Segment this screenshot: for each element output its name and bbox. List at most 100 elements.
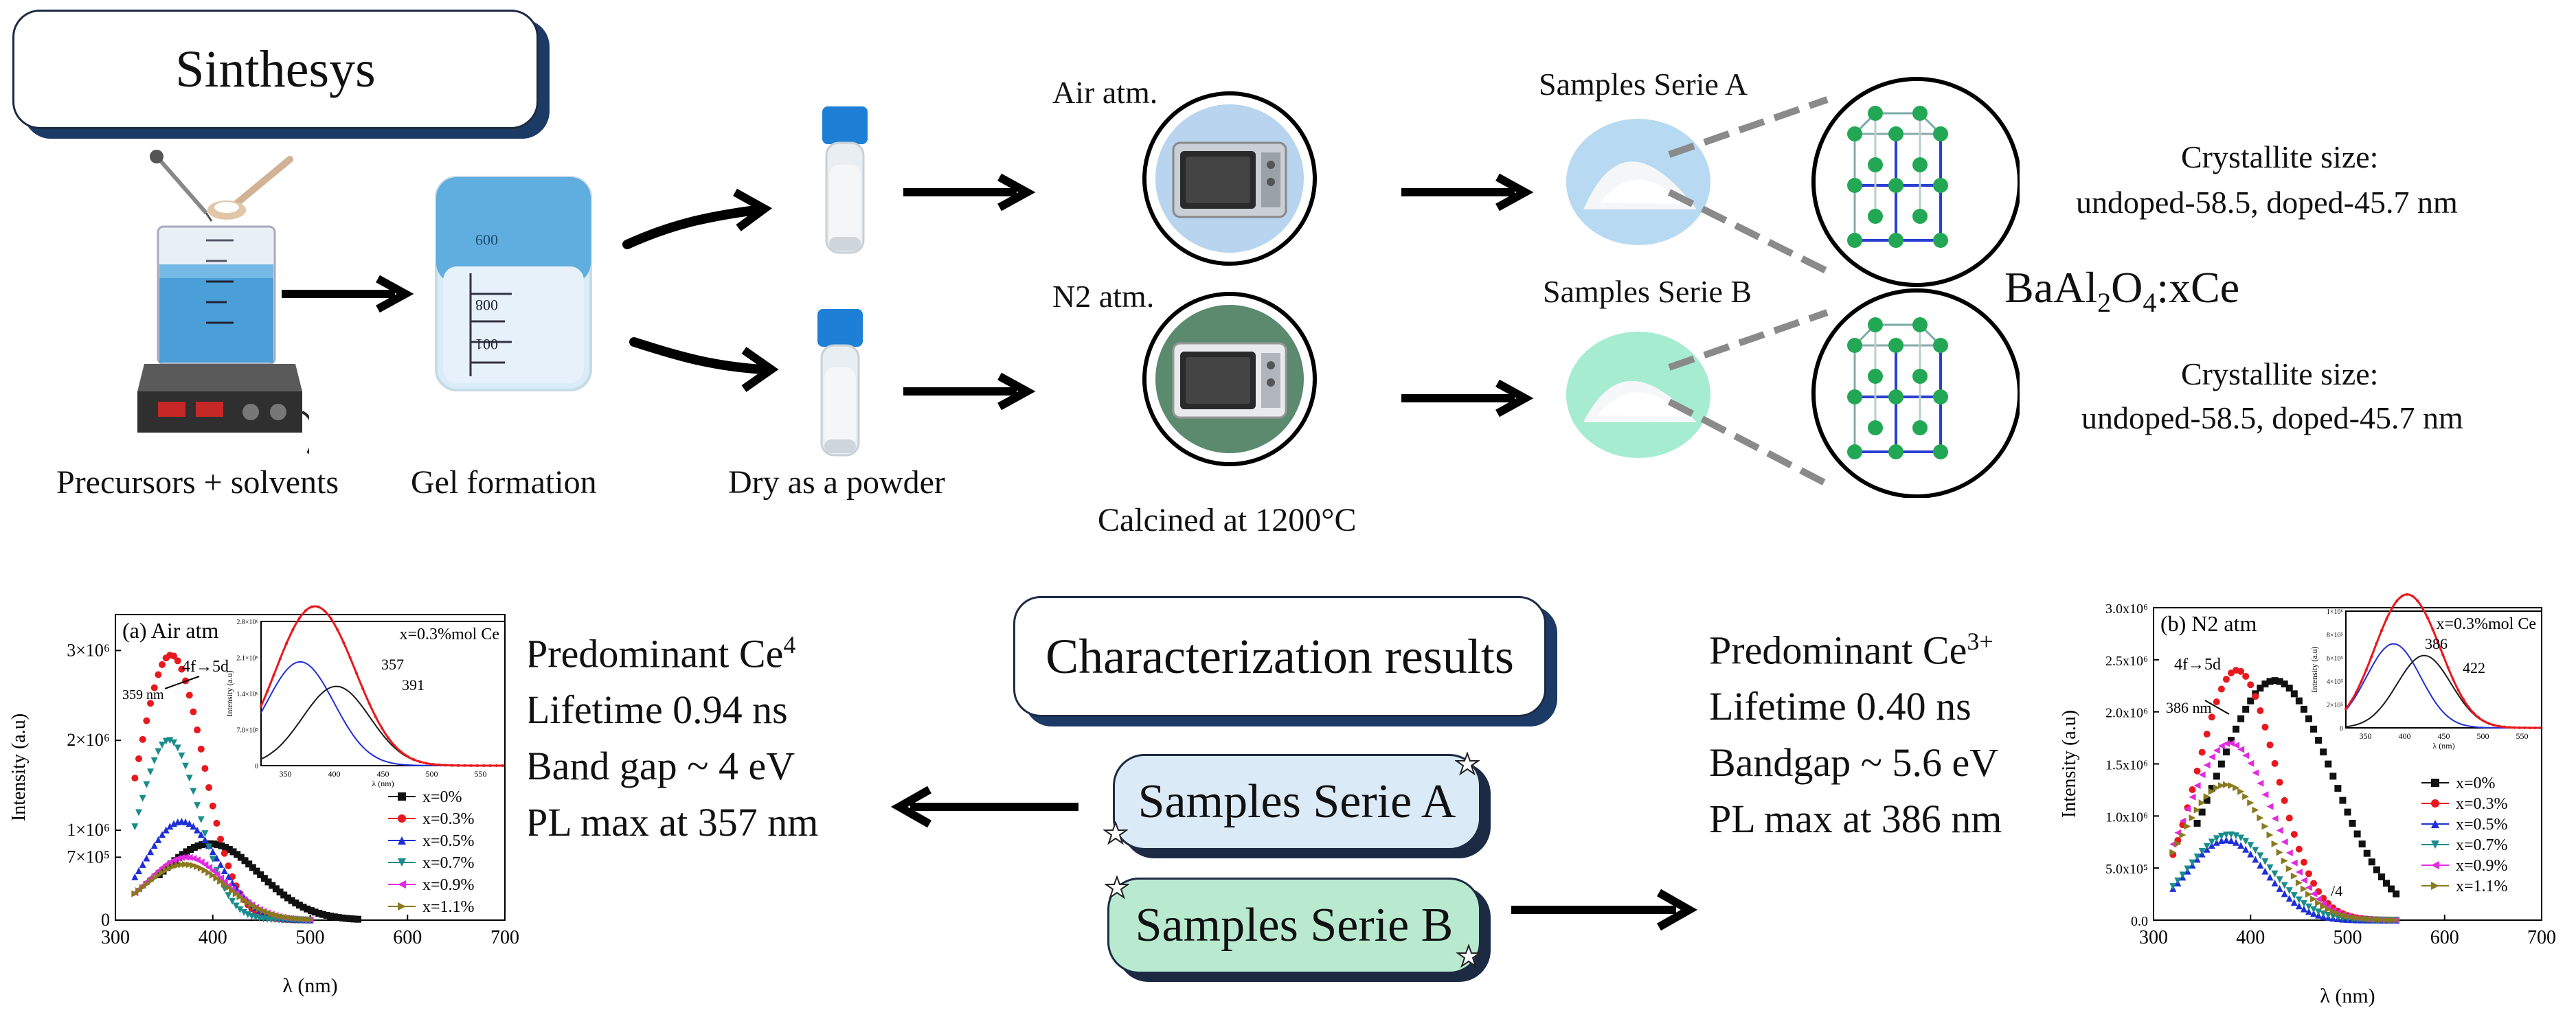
arrow-right-icon <box>1401 379 1534 417</box>
data-point <box>2193 854 2201 861</box>
data-point <box>159 831 166 838</box>
x-tick-label: 300 <box>101 927 130 948</box>
data-point <box>2295 896 2303 904</box>
data-point <box>2208 788 2215 795</box>
arrow-right-icon <box>903 173 1036 211</box>
inset-data-point <box>2477 716 2481 720</box>
vial-icon <box>817 309 863 457</box>
data-point <box>272 885 280 893</box>
data-point <box>2349 819 2356 827</box>
data-point <box>197 831 205 838</box>
data-point <box>2179 871 2187 879</box>
data-point <box>2261 680 2269 688</box>
inset-data-point <box>374 715 377 718</box>
data-point <box>236 906 244 913</box>
star-icon <box>1105 876 1129 900</box>
data-point <box>2257 707 2264 715</box>
data-point <box>217 874 225 882</box>
calcined-label: Calcined at 1200°C <box>1098 502 1357 538</box>
annotation-arrow <box>2204 700 2230 715</box>
data-point <box>2285 865 2293 873</box>
data-point <box>354 915 361 923</box>
data-point <box>225 845 233 853</box>
arrow-right-icon <box>903 372 1036 411</box>
data-point <box>2266 741 2274 748</box>
y-tick-label: 1×10⁶ <box>67 820 110 840</box>
inset-y-tick-label: 4×10⁵ <box>2327 678 2343 686</box>
inset-data-point <box>329 617 332 621</box>
data-point <box>241 857 249 865</box>
data-point <box>213 819 221 827</box>
inset-peak-label: 386 <box>2425 635 2448 652</box>
data-point <box>217 860 225 868</box>
hot-plate-icon <box>137 364 309 455</box>
crystal-structure-a-icon <box>1811 77 2020 287</box>
data-point <box>2213 838 2220 846</box>
data-point <box>174 855 181 862</box>
data-point <box>131 890 139 897</box>
inset-x-axis-label: λ (nm) <box>372 779 394 788</box>
inset-data-point <box>2385 617 2388 620</box>
data-point <box>190 862 197 869</box>
data-point <box>2184 805 2191 813</box>
data-point <box>166 737 174 744</box>
serie-b-button[interactable]: Samples Serie B <box>1107 878 1481 974</box>
legend-marker <box>398 836 406 845</box>
data-point <box>283 913 291 921</box>
beaker-mark-001: 001 <box>475 336 498 353</box>
data-point <box>319 911 326 918</box>
inset-x-tick-label: 450 <box>2438 731 2450 741</box>
inset-data-point <box>393 744 396 747</box>
legend-label: x=0.3% <box>2456 795 2508 813</box>
inset-data-point <box>380 726 383 730</box>
data-point <box>2233 838 2240 846</box>
inset-data-point <box>425 762 428 765</box>
data-point <box>2213 698 2220 706</box>
data-point <box>257 871 264 878</box>
data-point <box>2281 890 2288 897</box>
data-point <box>2252 847 2259 854</box>
data-point <box>2193 819 2201 827</box>
serie-a-button[interactable]: Samples Serie A <box>1113 754 1481 850</box>
data-point <box>179 851 186 858</box>
data-point <box>2222 781 2230 788</box>
inset-data-point <box>2452 678 2455 681</box>
data-point <box>2271 840 2279 847</box>
data-point <box>2329 772 2337 780</box>
data-point <box>221 867 228 875</box>
data-point <box>2217 837 2225 845</box>
data-point <box>2237 667 2245 675</box>
legend-marker <box>398 902 406 911</box>
curved-arrow-up-icon <box>622 188 773 249</box>
legend-marker <box>2431 799 2439 808</box>
data-point <box>2198 748 2206 756</box>
data-point <box>2276 779 2283 786</box>
data-point <box>2329 908 2337 915</box>
inset-data-point <box>2400 594 2404 597</box>
legend-label: x=1.1% <box>422 898 475 916</box>
data-point <box>315 910 323 917</box>
inset-data-point <box>495 764 498 767</box>
data-point <box>2305 891 2312 898</box>
data-point <box>2247 799 2255 807</box>
inset-data-point <box>2390 607 2393 610</box>
data-point <box>217 836 225 843</box>
n2-furnace-icon <box>1142 292 1317 466</box>
data-point <box>256 905 263 913</box>
data-point <box>185 861 193 869</box>
data-point <box>2222 676 2230 683</box>
data-point <box>2315 737 2323 744</box>
results-b-sup: 3+ <box>1967 628 1993 655</box>
data-point <box>2315 908 2323 916</box>
data-point <box>183 848 190 856</box>
data-point <box>190 708 197 716</box>
data-point <box>2203 731 2211 738</box>
data-point <box>2217 760 2225 768</box>
x-tick-label: 600 <box>393 927 422 948</box>
inset-data-point <box>2395 599 2399 602</box>
data-point <box>2285 849 2293 856</box>
data-point <box>2257 685 2264 692</box>
data-point <box>2237 788 2245 795</box>
compound-sub2: 4 <box>2143 286 2157 318</box>
inset-data-point <box>2538 726 2542 729</box>
